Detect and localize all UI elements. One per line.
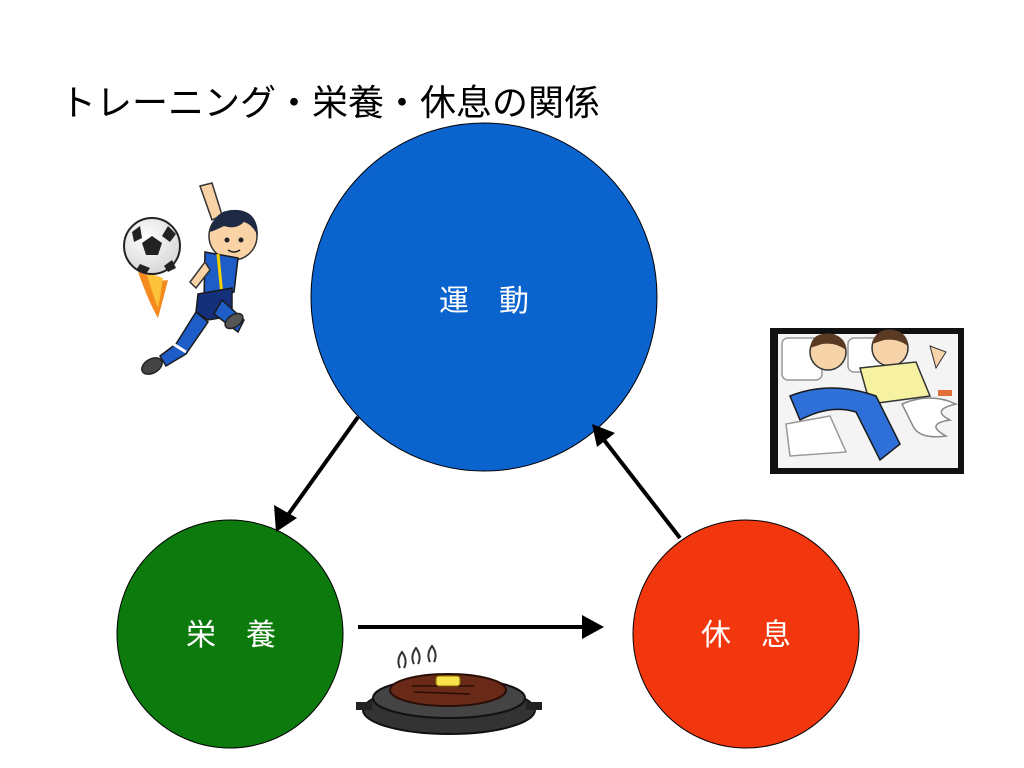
rest-node-label: 休 息 bbox=[701, 618, 791, 653]
sleeping-illustration bbox=[770, 328, 964, 474]
arrowhead-nutrition-to-rest bbox=[582, 615, 604, 639]
nutrition-node bbox=[116, 519, 344, 749]
arrowhead-exercise-to-nutrition bbox=[274, 505, 297, 532]
exercise-node-label: 運 動 bbox=[439, 284, 529, 319]
steak-illustration bbox=[356, 644, 542, 735]
exercise-node bbox=[310, 122, 658, 472]
soccer-player-illustration bbox=[123, 182, 258, 375]
arrowhead-rest-to-exercise bbox=[592, 424, 615, 447]
slide-title: トレーニング・栄養・休息の関係 bbox=[60, 83, 601, 124]
rest-node bbox=[632, 519, 860, 749]
arrow-exercise-to-nutrition bbox=[283, 415, 360, 521]
nutrition-node-label: 栄 養 bbox=[186, 618, 276, 653]
arrow-rest-to-exercise bbox=[602, 438, 682, 540]
cycle-arrows bbox=[274, 415, 682, 639]
